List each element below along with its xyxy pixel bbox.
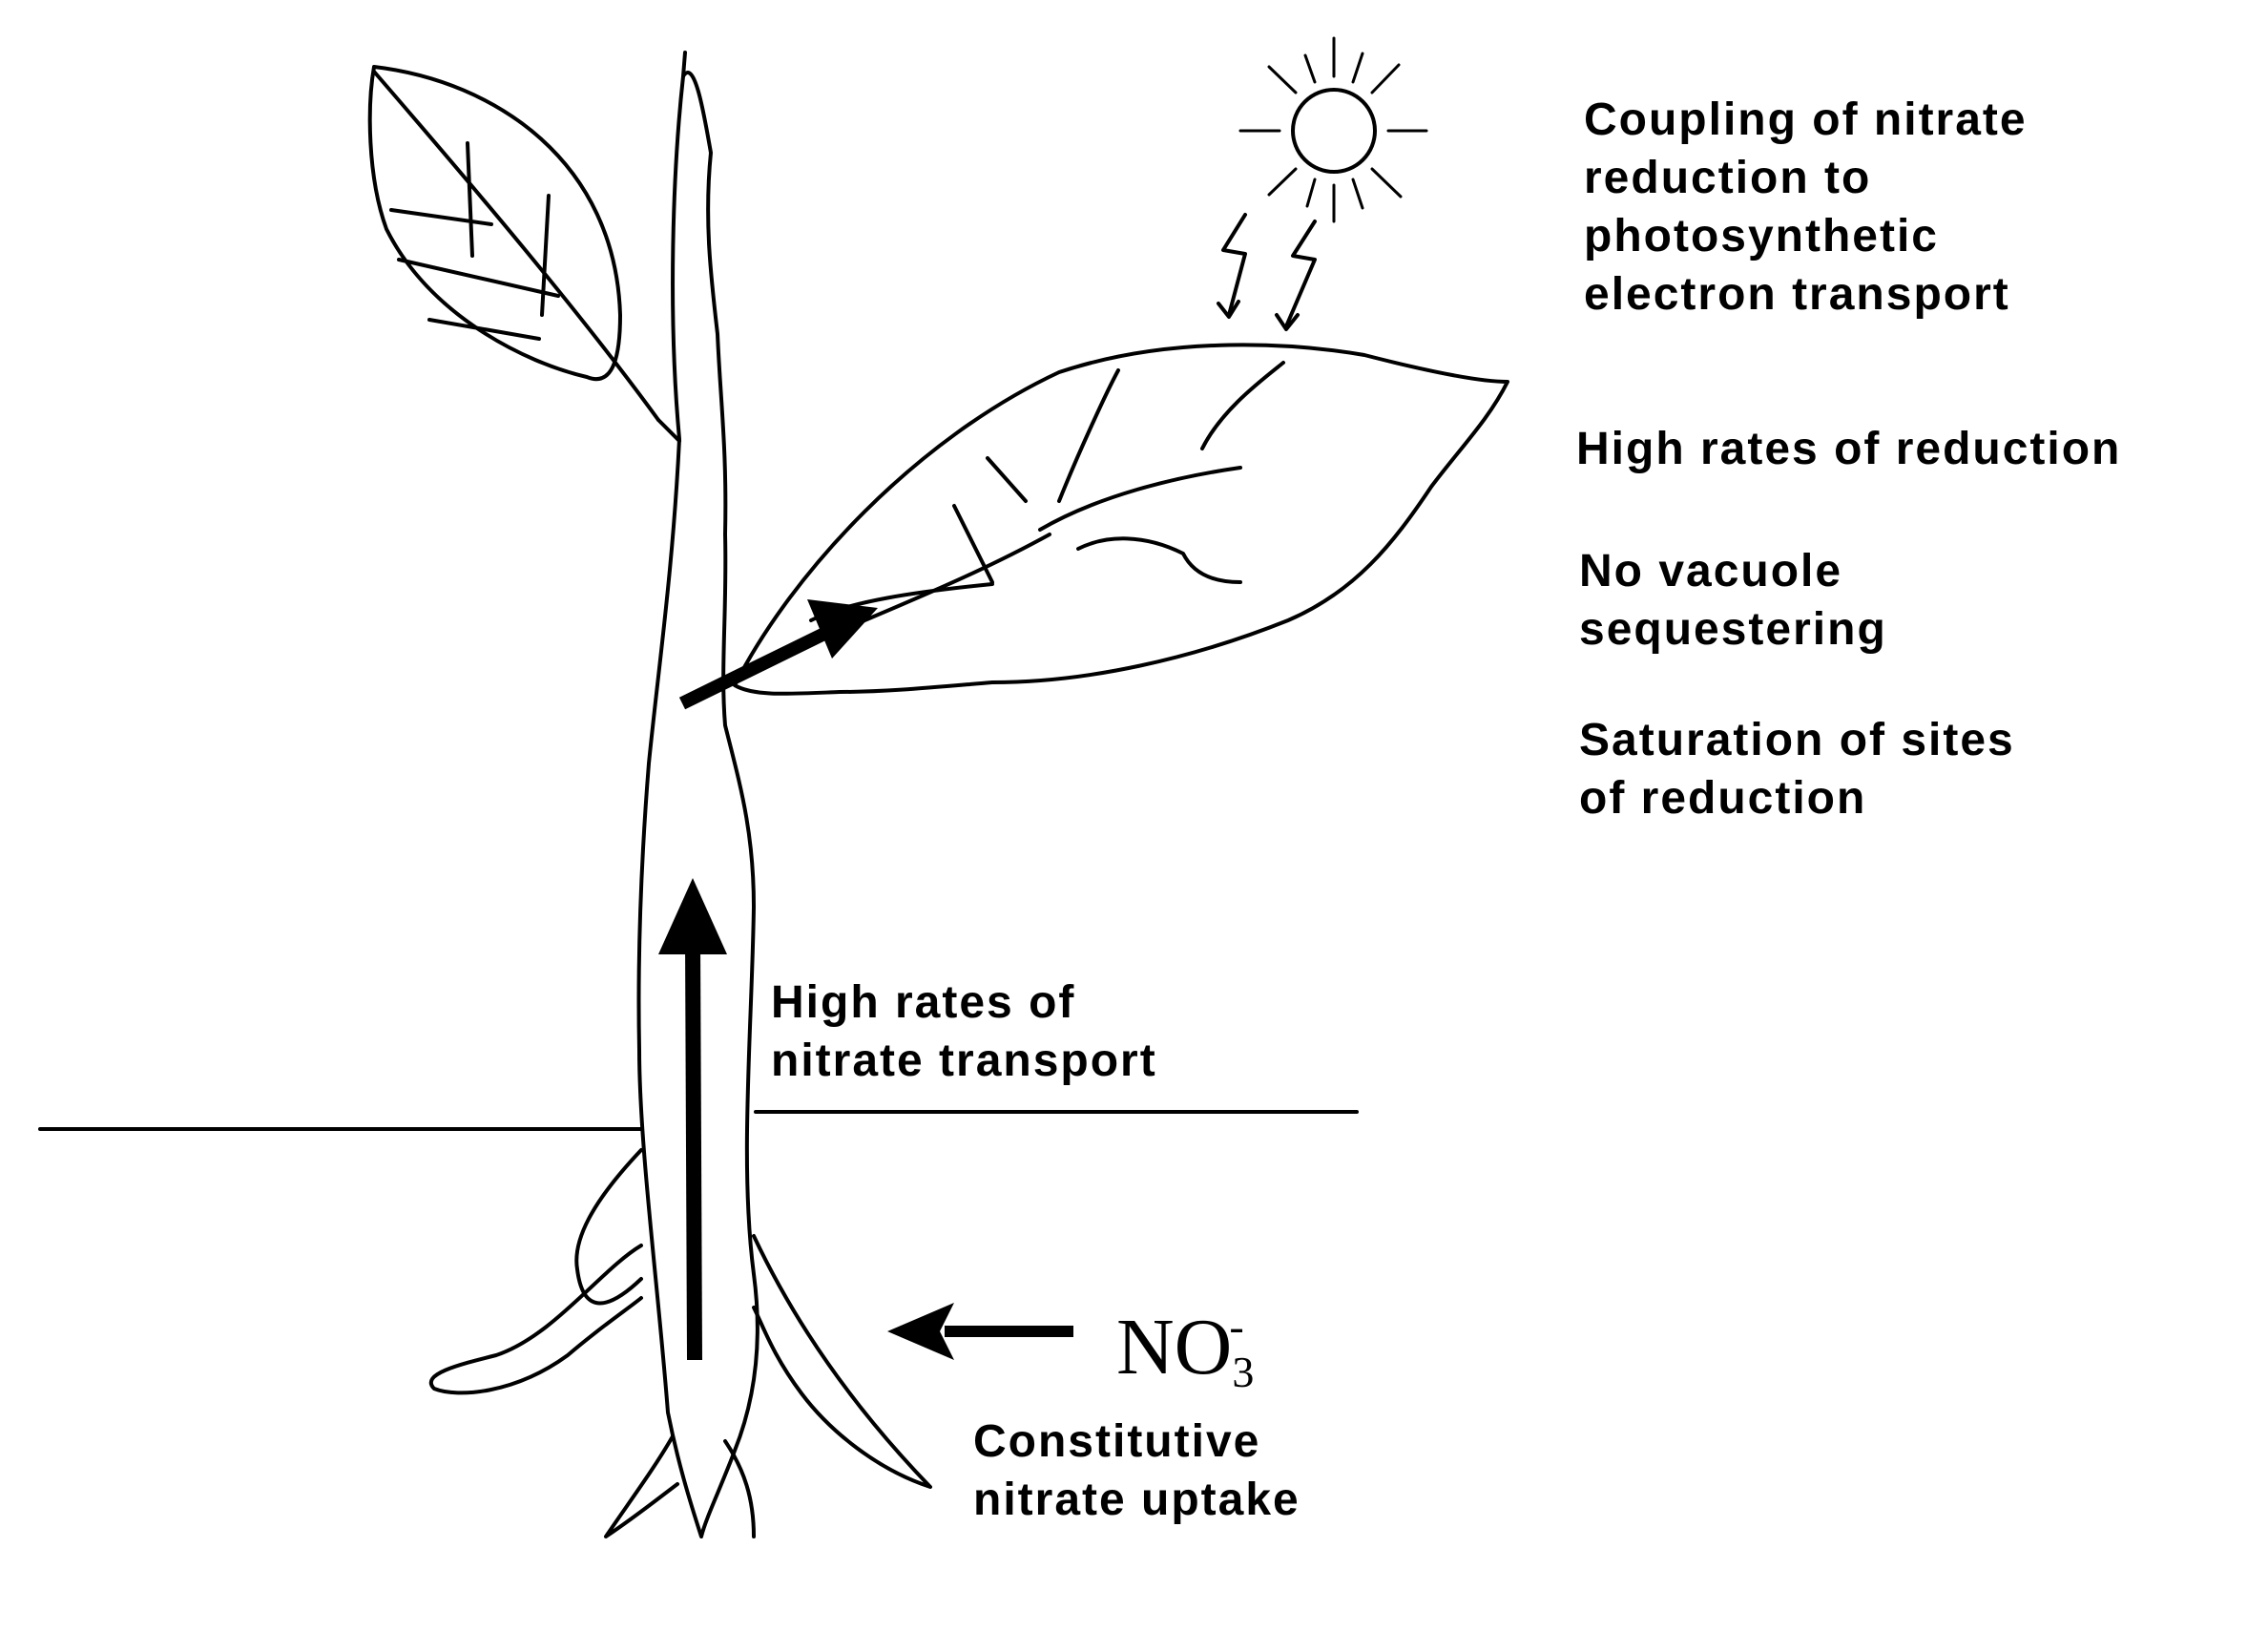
formula-base: NO: [1116, 1303, 1232, 1391]
right-leaf: [735, 345, 1508, 693]
upper-leaf: [370, 67, 679, 441]
sun-icon: [1240, 38, 1426, 221]
light-energy-icon: [1218, 215, 1315, 329]
label-saturation: Saturation of sites of reduction: [1579, 711, 2015, 827]
label-constitutive: Constitutive nitrate uptake: [973, 1412, 1300, 1529]
label-coupling: Coupling of nitrate reduction to photosy…: [1584, 91, 2028, 324]
formula-subscript: 3: [1232, 1348, 1254, 1396]
transport-to-leaf-arrow: [682, 599, 878, 703]
nitrate-formula: NO3-: [1116, 1284, 1244, 1415]
plant-roots: [431, 1150, 930, 1537]
label-no-vacuole: No vacuole sequestering: [1579, 542, 1887, 659]
formula-superscript: -: [1229, 1302, 1243, 1350]
label-high-reduction: High rates of reduction: [1576, 420, 2121, 478]
upward-transport-arrow: [658, 878, 727, 1360]
label-high-transport: High rates of nitrate transport: [771, 973, 1157, 1090]
nitrate-uptake-arrow: [887, 1303, 1073, 1360]
